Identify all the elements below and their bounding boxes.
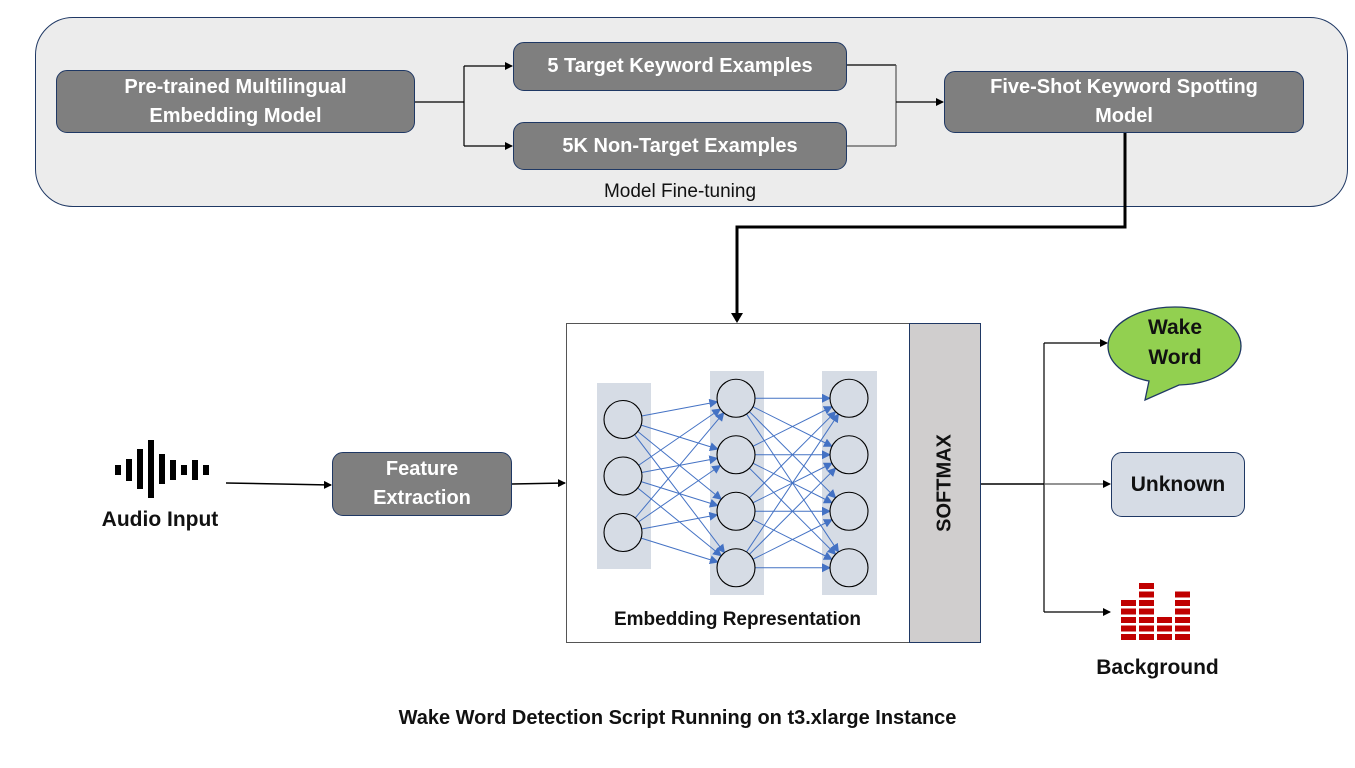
kws-to-embedding-arrowhead [731,313,743,323]
nn-node [829,491,869,531]
five-shot-kws-model-box: Five-Shot Keyword Spotting Model [944,71,1304,133]
equalizer-segment [1175,634,1190,640]
nn-node [716,491,756,531]
nn-edge [641,511,719,530]
unknown-output-box: Unknown [1111,452,1245,517]
equalizer-segment [1175,625,1190,632]
audio-waveform-icon [115,440,209,498]
equalizer-segment [1139,583,1154,589]
diagram-caption: Wake Word Detection Script Running on t3… [398,707,957,729]
equalizer-segment [1157,617,1172,623]
nn-node [716,378,756,418]
equalizer-segment [1121,625,1136,632]
nn-node [716,435,756,475]
feature-extraction-line1: Feature [385,458,459,480]
nn-edge [749,410,837,499]
pretrained-to-examples-connector [415,62,513,150]
pretrained-model-line2: Embedding Model [149,104,322,127]
audio-to-feature-connector [225,480,332,489]
equalizer-segment [1139,591,1154,598]
equalizer-segment [1139,617,1154,623]
equalizer-segment [1121,600,1136,606]
kws-model-line2: Model [1095,105,1153,127]
wake-word-line2: Word [1148,346,1202,369]
speech-bubble-icon [1107,306,1242,402]
pretrained-embedding-model-box: Pre-trained Multilingual Embedding Model [56,70,415,133]
kws-model-line1: Five-Shot Keyword Spotting [990,76,1258,98]
non-target-examples-box: 5K Non-Target Examples [513,122,847,170]
equalizer-segment [1139,600,1154,606]
background-label: Background [1096,656,1219,679]
target-examples-label: 5 Target Keyword Examples [547,55,813,77]
nn-edge [746,413,840,553]
nn-node [716,548,756,588]
unknown-label: Unknown [1130,472,1226,496]
nn-edge [640,537,719,565]
softmax-to-outputs-connector [981,339,1111,616]
neural-network-diagram [597,371,877,595]
nn-edge [641,398,719,417]
softmax-label: SOFTMAX [933,434,956,532]
nn-edge [638,408,722,466]
equalizer-segment [1157,634,1172,640]
nn-node [829,378,869,418]
nn-edge [749,467,837,555]
softmax-block: SOFTMAX [909,323,981,643]
nn-node [603,399,643,440]
equalizer-segment [1121,634,1136,640]
nn-edge [752,406,833,447]
nn-node [603,512,643,553]
wake-word-line1: Wake [1147,316,1203,339]
nn-node [829,548,869,588]
equalizer-bars-icon [1121,583,1190,640]
embedding-representation-label: Embedding Representation [613,609,862,630]
nn-node [829,435,869,475]
feature-extraction-box: Feature Extraction [332,452,512,516]
kws-to-embedding-connector [735,133,1127,321]
equalizer-segment [1157,625,1172,632]
model-fine-tuning-label: Model Fine-tuning [603,181,757,202]
nn-edge [752,519,833,560]
feature-extraction-line2: Extraction [373,487,471,509]
equalizer-segment [1139,608,1154,615]
target-keyword-examples-box: 5 Target Keyword Examples [513,42,847,91]
equalizer-segment [1121,608,1136,615]
wake-word-label: Wake Word [1115,313,1235,373]
audio-input-label: Audio Input [101,508,219,531]
nn-edge [634,412,725,519]
equalizer-segment [1139,625,1154,632]
equalizer-segment [1175,591,1190,598]
examples-to-kws-connector [847,64,944,147]
equalizer-segment [1121,617,1136,623]
nn-edge [638,464,722,523]
equalizer-segment [1175,608,1190,615]
feature-to-embedding-connector [511,479,566,488]
equalizer-segment [1175,600,1190,606]
pretrained-model-line1: Pre-trained Multilingual [124,75,347,98]
equalizer-segment [1139,634,1154,640]
non-target-examples-label: 5K Non-Target Examples [562,134,798,157]
equalizer-segment [1175,617,1190,623]
nn-node [603,456,643,496]
